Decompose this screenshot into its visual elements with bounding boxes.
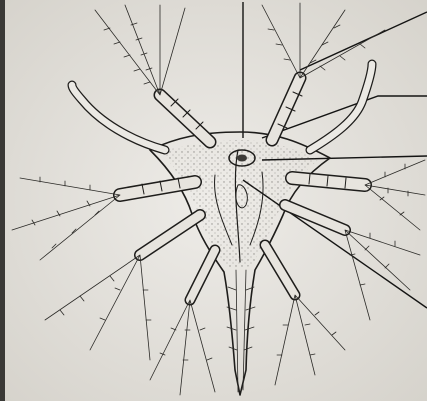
page-edge-shadow — [0, 0, 5, 401]
eye-pigment — [237, 155, 247, 162]
right-lateral-limb-fill — [292, 178, 365, 185]
